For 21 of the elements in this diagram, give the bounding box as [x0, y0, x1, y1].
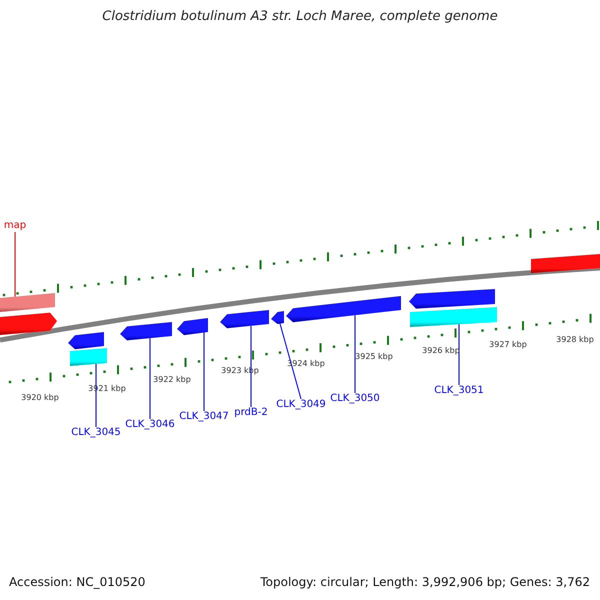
diagram-title: Clostridium botulinum A3 str. Loch Maree, complete genome: [101, 9, 499, 24]
scale-label: 3928 kbp: [556, 335, 594, 344]
leader-line: [250, 325, 252, 408]
gene-label: map: [4, 220, 26, 232]
leader-line: [458, 324, 460, 386]
genome-stats-text: Topology: circular; Length: 3,992,906 bp; Genes: 3,762: [260, 575, 590, 589]
gene-label: CLK_3046: [125, 419, 175, 431]
gene-label: CLK_3049: [276, 399, 326, 411]
gene-label: CLK_3050: [330, 393, 380, 405]
gene-label: CLK_3051: [434, 385, 484, 397]
accession-text: Accession: NC_010520: [9, 575, 146, 589]
scale-label: 3922 kbp: [153, 375, 191, 384]
scale-label: 3927 kbp: [489, 340, 527, 349]
gene-label: CLK_3047: [179, 411, 229, 423]
gene-label: CLK_3045: [71, 427, 121, 439]
leader-line: [280, 323, 302, 400]
scale-label: 3925 kbp: [355, 352, 393, 361]
gene-label: prdB-2: [234, 407, 268, 419]
leader-line: [14, 232, 16, 298]
scale-label: 3920 kbp: [21, 393, 59, 402]
leader-line: [354, 314, 356, 394]
